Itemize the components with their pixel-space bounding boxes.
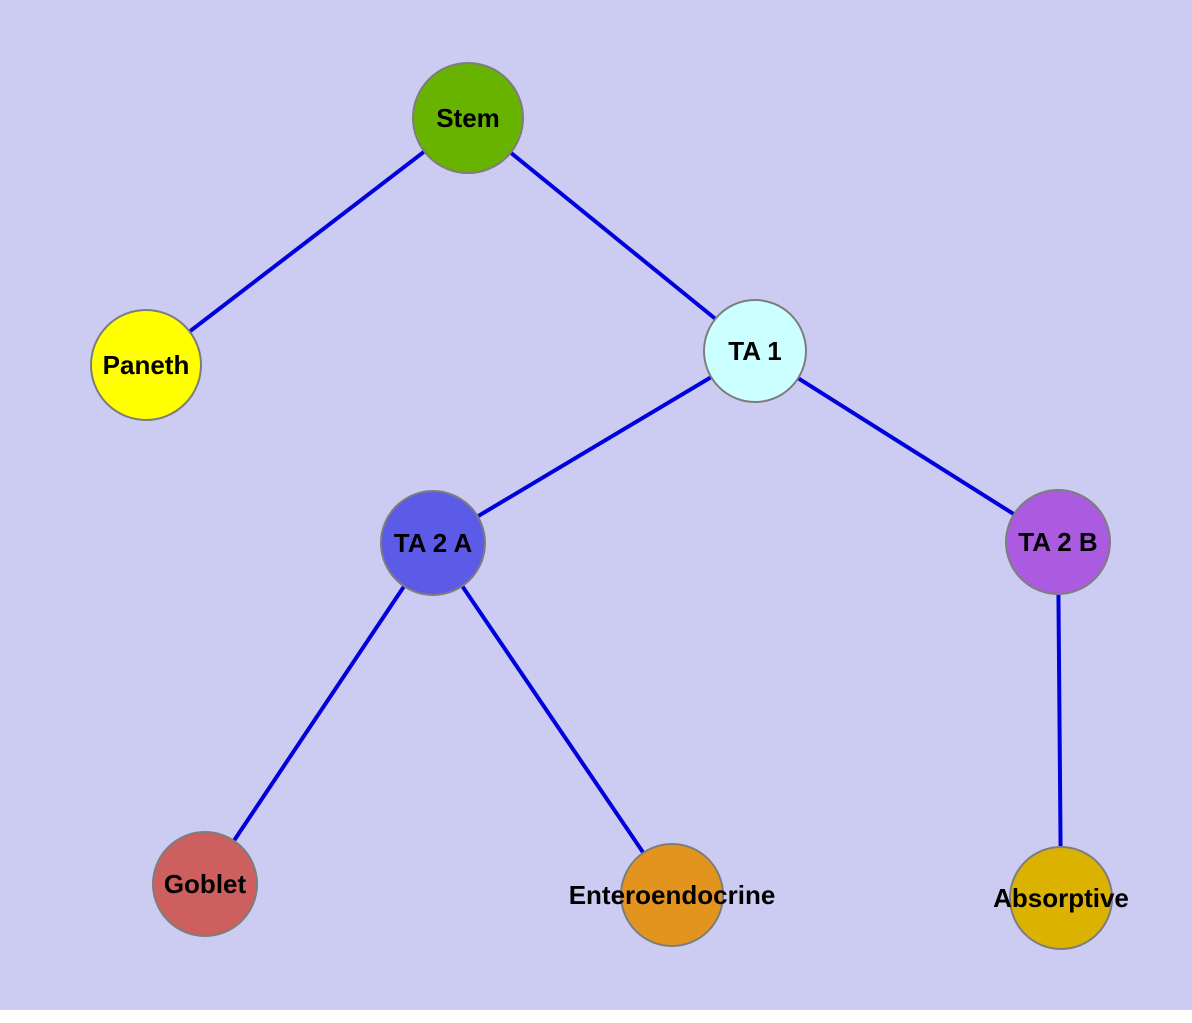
node-enteroendocrine[interactable] [620, 843, 724, 947]
edge-ta2a-goblet [203, 541, 435, 886]
node-label-ta2a: TA 2 A [394, 528, 473, 558]
edge-stem-ta1 [466, 116, 757, 353]
node-goblet[interactable] [152, 831, 258, 937]
node-ta2b[interactable] [1005, 489, 1111, 595]
node-label-stem: Stem [436, 103, 500, 133]
edge-ta2b-absorptive [1056, 541, 1063, 899]
node-label-enteroendocrine: Enteroendocrine [569, 880, 776, 910]
node-label-paneth: Paneth [103, 350, 190, 380]
node-ta1[interactable] [703, 299, 807, 403]
edge-ta2a-enteroendocrine [431, 541, 674, 897]
node-label-goblet: Goblet [164, 869, 247, 899]
node-ta2a[interactable] [380, 490, 486, 596]
node-stem[interactable] [412, 62, 524, 174]
node-label-ta2b: TA 2 B [1018, 527, 1097, 557]
node-label-absorptive: Absorptive [993, 883, 1129, 913]
node-absorptive[interactable] [1009, 846, 1113, 950]
node-label-ta1: TA 1 [728, 336, 781, 366]
edge-stem-paneth [144, 116, 470, 367]
node-paneth[interactable] [90, 309, 202, 421]
edge-ta1-ta2b [753, 349, 1060, 544]
edge-ta1-ta2a [431, 349, 757, 545]
